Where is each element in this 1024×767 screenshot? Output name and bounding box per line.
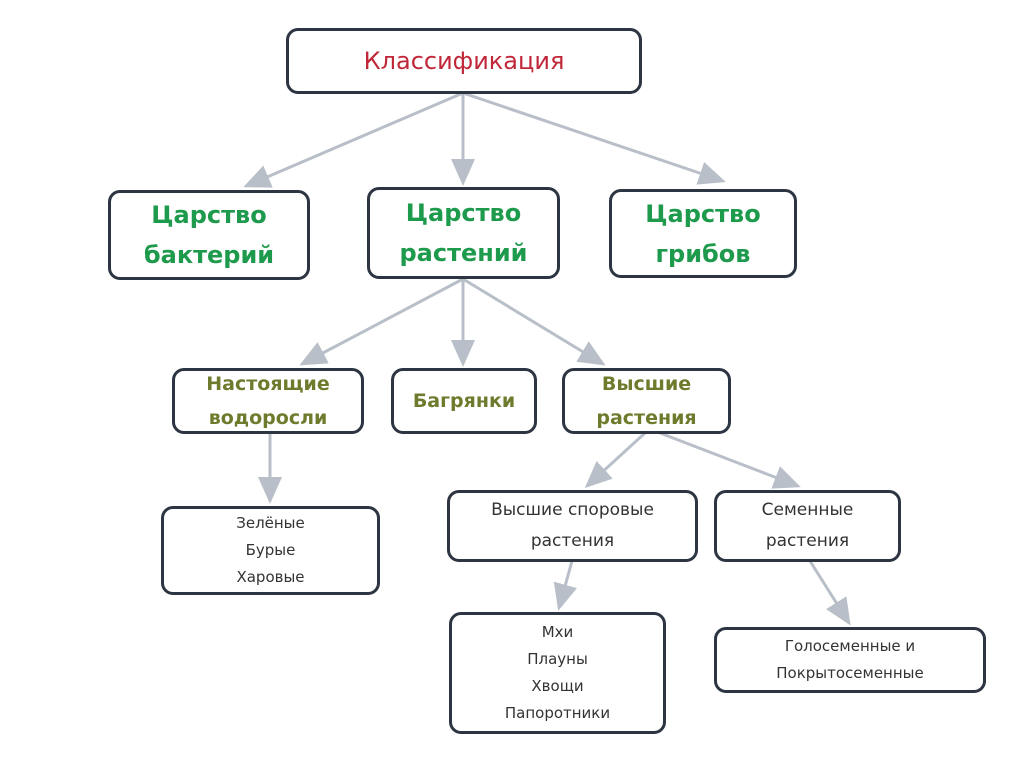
group-red-algae: Багрянки	[391, 368, 537, 434]
label: растения	[596, 407, 697, 429]
label: Царство	[645, 199, 761, 228]
label: растения	[765, 531, 850, 551]
group-true-algae: Настоящие водоросли	[172, 368, 364, 434]
label: Багрянки	[412, 390, 516, 412]
label: Высшие споровые	[491, 500, 654, 520]
label: Семенные	[761, 500, 854, 520]
arrow	[462, 277, 606, 366]
item: Зелёные	[236, 514, 305, 532]
label: растения	[530, 531, 615, 551]
arrow	[553, 560, 577, 611]
label: Царство	[405, 199, 522, 227]
group-higher-plants: Высшие растения	[562, 368, 731, 434]
root-node: Классификация	[286, 28, 642, 94]
label: Царство	[151, 201, 267, 229]
label: водоросли	[208, 407, 328, 429]
arrow	[299, 277, 464, 366]
kingdom-plants: Царство растений	[367, 187, 560, 279]
arrow	[462, 91, 726, 185]
root-label: Классификация	[363, 47, 565, 75]
item: Хвощи	[531, 677, 584, 695]
item: Бурые	[245, 541, 296, 559]
label: Высшие	[601, 373, 692, 395]
arrow	[243, 91, 464, 188]
item: Папоротники	[504, 704, 611, 722]
arrow	[808, 560, 851, 626]
seed-plants: Семенные растения	[714, 490, 901, 562]
label: грибов	[655, 239, 751, 268]
arrow	[659, 431, 801, 489]
item: Плауны	[527, 650, 588, 668]
item: Покрытосеменные	[776, 664, 924, 682]
kingdom-bacteria: Царство бактерий	[108, 190, 310, 280]
label: бактерий	[143, 241, 275, 269]
item: Харовые	[236, 568, 305, 586]
higher-spore-plants: Высшие споровые растения	[447, 490, 698, 562]
label: растений	[399, 239, 528, 267]
item: Мхи	[541, 623, 574, 641]
seed-types: Голосеменные и Покрытосеменные	[714, 627, 986, 693]
item: Голосеменные и	[784, 637, 916, 655]
arrow	[584, 431, 647, 489]
label: Настоящие	[206, 373, 330, 395]
kingdom-fungi: Царство грибов	[609, 189, 797, 278]
